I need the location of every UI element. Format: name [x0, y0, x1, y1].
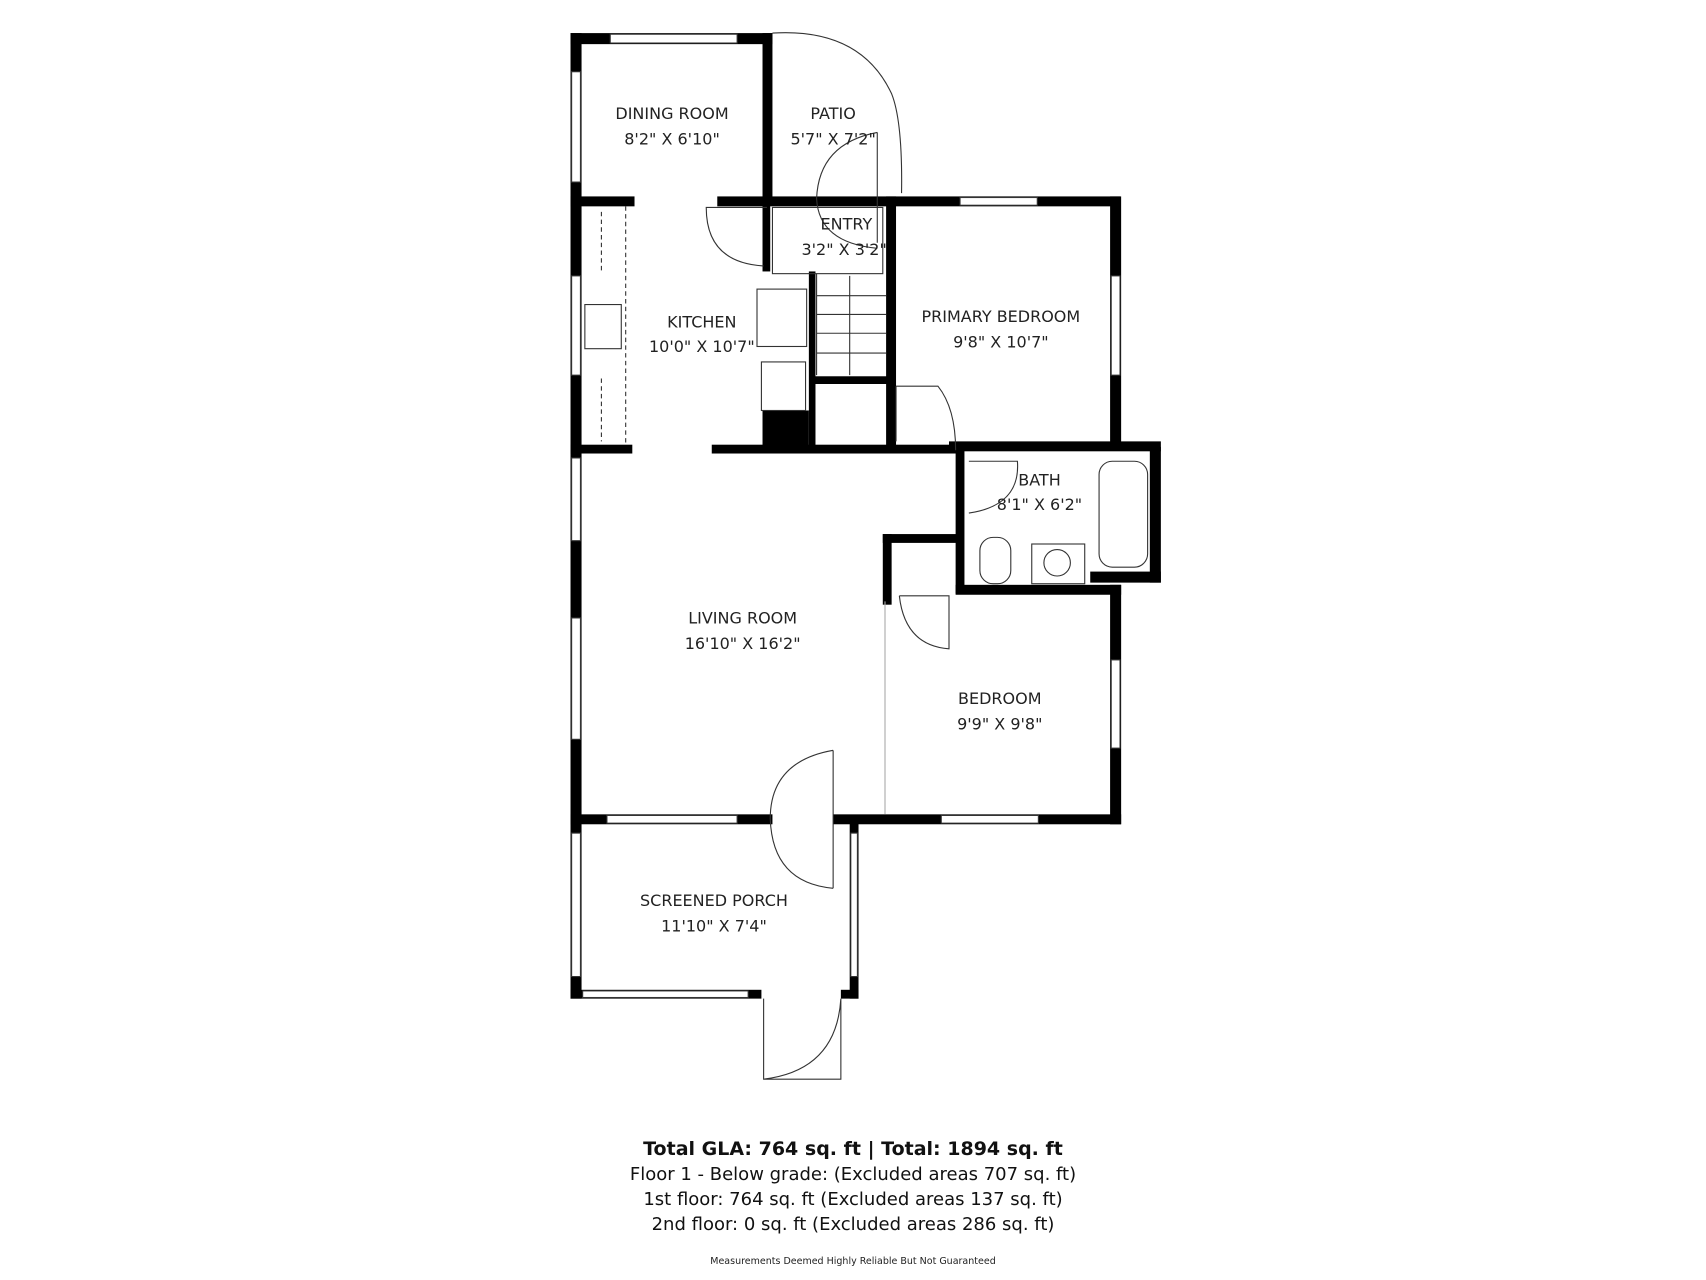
total-area: Total GLA: 764 sq. ft | Total: 1894 sq. …: [643, 1138, 1063, 1160]
walls: [570, 33, 1161, 999]
room-name-patio: PATIO: [810, 104, 855, 123]
room-dims-porch: 11'10" X 7'4": [661, 916, 767, 935]
room-name-bath: BATH: [1018, 471, 1060, 490]
room-dims-kitchen: 10'0" X 10'7": [649, 337, 755, 356]
room-dims-living: 16'10" X 16'2": [685, 634, 801, 653]
room-dims-bedroom: 9'9" X 9'8": [957, 714, 1042, 733]
room-name-living: LIVING ROOM: [688, 608, 797, 627]
room-dims-bath: 8'1" X 6'2": [997, 495, 1082, 514]
disclaimer: Measurements Deemed Highly Reliable But …: [710, 1256, 996, 1267]
room-name-bedroom: BEDROOM: [958, 689, 1042, 708]
room-name-kitchen: KITCHEN: [667, 313, 736, 332]
room-dims-primary-bedroom: 9'8" X 10'7": [953, 333, 1049, 352]
room-name-porch: SCREENED PORCH: [640, 891, 788, 910]
room-dims-entry: 3'2" X 3'2": [801, 240, 886, 259]
room-name-primary-bedroom: PRIMARY BEDROOM: [922, 307, 1081, 326]
area-line-below-grade: Floor 1 - Below grade: (Excluded areas 7…: [629, 1164, 1077, 1185]
room-name-entry: ENTRY: [821, 215, 873, 234]
windows: [571, 33, 1121, 999]
area-line-2nd-floor: 2nd floor: 0 sq. ft (Excluded areas 286 …: [651, 1214, 1055, 1235]
room-labels: DINING ROOM 8'2" X 6'10" PATIO 5'7" X 7'…: [615, 104, 1082, 935]
room-name-dining: DINING ROOM: [615, 104, 728, 123]
area-line-1st-floor: 1st floor: 764 sq. ft (Excluded areas 13…: [643, 1189, 1063, 1210]
fixtures: [584, 32, 1149, 1080]
room-dims-dining: 8'2" X 6'10": [624, 130, 720, 149]
room-dims-patio: 5'7" X 7'2": [790, 130, 875, 149]
